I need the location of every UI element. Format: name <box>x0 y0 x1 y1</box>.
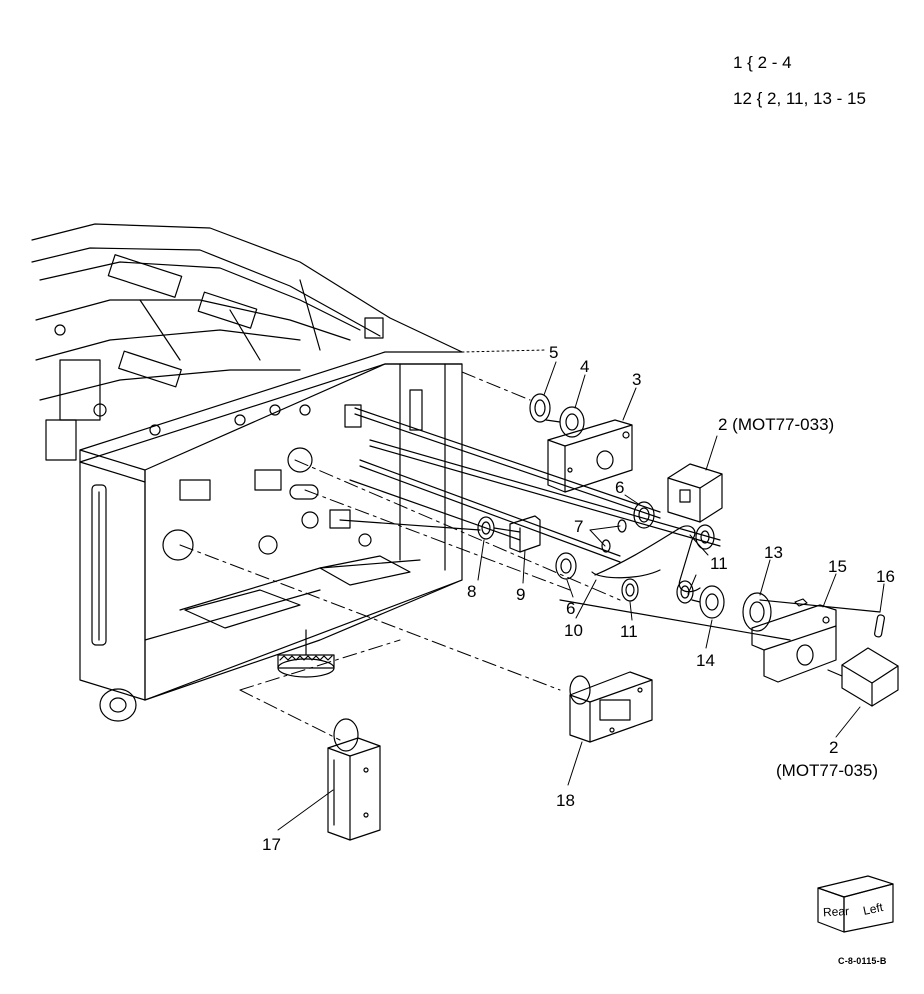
orientation-cube <box>817 875 894 933</box>
dotted-lines <box>461 349 546 353</box>
part-6-gear-upper <box>633 501 655 529</box>
legend-line-2: 12 { 2, 11, 13 - 15 <box>733 89 866 108</box>
callout-9: 9 <box>516 585 525 604</box>
part-11-pulley-upper <box>695 524 715 550</box>
callout-17: 17 <box>262 835 281 854</box>
leader-lines <box>179 371 621 741</box>
callout-leaders <box>277 361 885 831</box>
callout-2-top: 2 (MOT77-033) <box>718 415 834 434</box>
part-7-collars <box>601 519 627 553</box>
callout-3: 3 <box>632 370 641 389</box>
callout-labels: 5 4 3 2 (MOT77-033) 6 7 11 13 15 16 8 9 … <box>262 343 895 854</box>
machine-frame <box>31 223 463 722</box>
callout-10: 10 <box>564 621 583 640</box>
callout-4: 4 <box>580 357 589 376</box>
callout-14: 14 <box>696 651 715 670</box>
part-14-gear <box>691 585 725 619</box>
part-4-gear <box>545 406 585 438</box>
callout-8: 8 <box>467 582 476 601</box>
callout-13: 13 <box>764 543 783 562</box>
legend-line-1: 1 { 2 - 4 <box>733 53 792 72</box>
part-8-gear <box>477 516 521 540</box>
part-13-gear <box>742 592 772 632</box>
cube-label-left: Left <box>862 900 885 918</box>
callout-7: 7 <box>574 517 583 536</box>
callout-5: 5 <box>549 343 558 362</box>
part-6-gear-lower <box>555 552 577 580</box>
callout-2-bottom-part: (MOT77-035) <box>776 761 878 780</box>
part-16-pin <box>874 614 885 638</box>
callout-18: 18 <box>556 791 575 810</box>
part-9-bracket <box>509 515 541 553</box>
callout-11-lower: 11 <box>620 622 638 641</box>
part-18-module <box>569 671 653 743</box>
callout-11-upper: 11 <box>710 554 728 573</box>
figure-code: C-8-0115-B <box>838 956 887 966</box>
part-15-bracket <box>751 598 837 683</box>
part-10-belt <box>591 525 701 593</box>
part-17-module <box>327 718 381 841</box>
callout-6-lower: 6 <box>566 599 575 618</box>
callout-2-bottom-number: 2 <box>829 738 838 757</box>
part-5-gear <box>529 393 551 423</box>
part-2-motor-bottom <box>827 647 899 707</box>
callout-6-upper: 6 <box>615 478 624 497</box>
callout-15: 15 <box>828 557 847 576</box>
callout-16: 16 <box>876 567 895 586</box>
cube-label-rear: Rear <box>823 904 850 919</box>
part-2-motor-top <box>667 463 723 523</box>
part-3-bracket <box>547 419 633 493</box>
part-11-pulley-lower <box>621 578 639 602</box>
